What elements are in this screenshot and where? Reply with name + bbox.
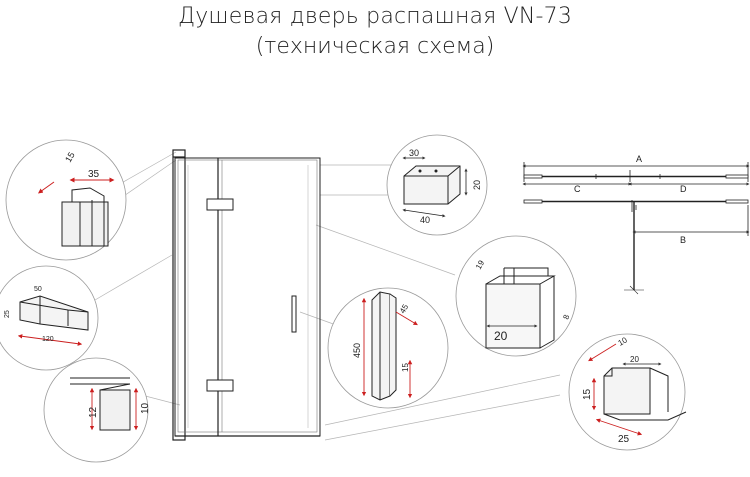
dim-bottom-label: 25 <box>618 434 630 445</box>
plan-view <box>522 162 750 295</box>
callout-left-bracket: 50 25 120 <box>0 265 99 371</box>
door-handle <box>291 295 297 333</box>
door-frame <box>174 157 321 437</box>
bottom-hinge <box>206 379 234 392</box>
callout-guides <box>94 151 561 441</box>
plan-label-c: C <box>574 184 581 194</box>
page-subtitle: (техническая схема) <box>255 34 495 59</box>
plan-label-b: B <box>680 235 686 245</box>
top-hinge <box>206 198 234 211</box>
callout-bottom-left-profile: 12 10 <box>43 357 151 463</box>
dim-depth-label: 8 <box>561 313 571 321</box>
plan-label-d: D <box>680 184 687 194</box>
dim-bottom-label: 15 <box>401 363 410 372</box>
fixed-profile <box>172 149 186 441</box>
callout-handle-bar: 450 45 15 <box>327 287 449 409</box>
dim-length-label: 450 <box>352 343 362 358</box>
dim-angle-label: 15 <box>63 150 77 164</box>
dim-length-label: 120 <box>42 336 54 343</box>
dim-width-label: 20 <box>494 329 508 343</box>
dim-side-label: 15 <box>582 388 593 400</box>
dim-middle-label: 20 <box>630 355 639 364</box>
plan-label-a: A <box>636 154 642 164</box>
callout-top-left-profile: 15 35 <box>5 139 127 261</box>
page-title: Душевая дверь распашная VN-73 <box>177 4 573 29</box>
dim-side-label: 20 <box>472 180 482 190</box>
dim-right-label: 10 <box>140 402 151 414</box>
callout-top-block: 30 20 40 <box>386 134 488 236</box>
dim-bottom-label: 40 <box>420 215 430 225</box>
door-elevation <box>172 149 321 441</box>
dim-width-label: 35 <box>88 169 100 180</box>
dim-top-label: 50 <box>34 286 42 293</box>
callout-right-profile: 19 20 8 <box>455 235 577 357</box>
callout-right-bottom-bracket: 10 20 15 25 <box>568 333 687 451</box>
dim-height-label: 25 <box>4 310 11 318</box>
dim-top-label: 30 <box>409 148 419 158</box>
dim-left-label: 12 <box>88 406 99 418</box>
